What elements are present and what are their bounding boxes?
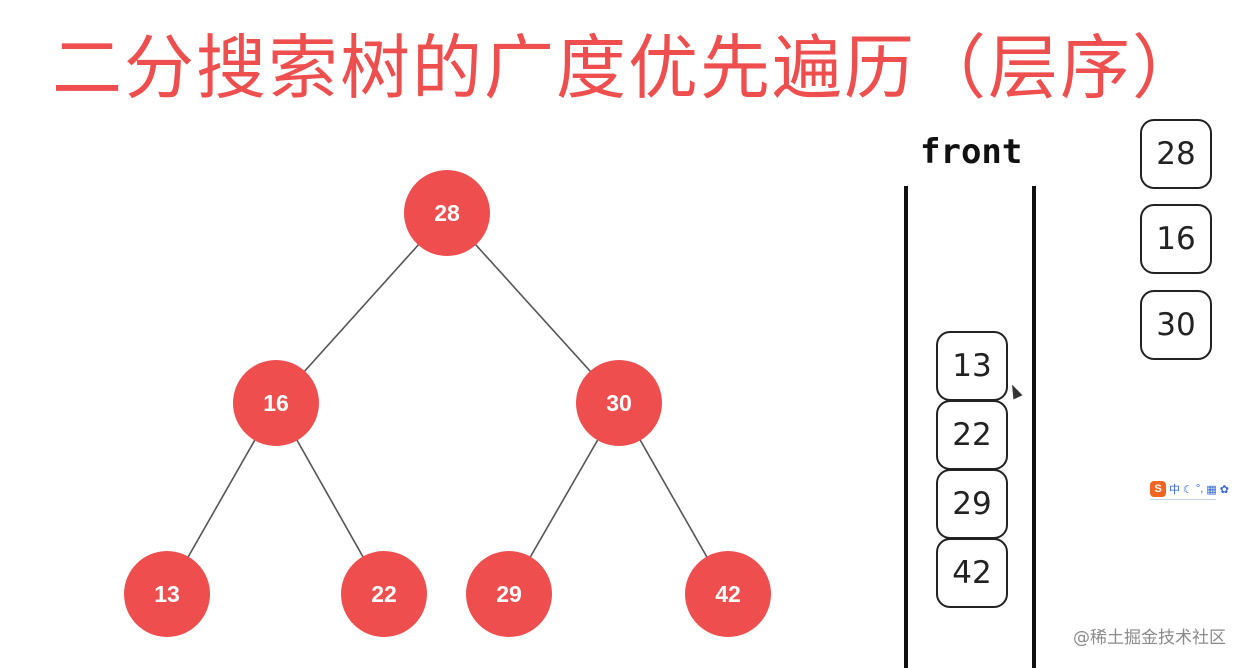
queue-item: 42 — [936, 538, 1008, 608]
visited-item: 28 — [1140, 119, 1212, 189]
page-title: 二分搜索树的广度优先遍历（层序） — [52, 27, 1204, 109]
tree-node-circle — [233, 360, 319, 446]
tree-node-30: 30 — [576, 360, 662, 446]
queue-item: 13 — [936, 331, 1008, 401]
ime-toolbar[interactable]: S 中 ☾ °, ▦ ✿ — [1150, 481, 1229, 497]
tree-node-28: 28 — [404, 170, 490, 256]
tree-node-label: 16 — [263, 390, 289, 416]
visited-item: 30 — [1140, 290, 1212, 360]
tree-node-circle — [124, 551, 210, 637]
sogou-logo-icon[interactable]: S — [1150, 481, 1166, 497]
tree-node-label: 13 — [154, 581, 180, 607]
tree-node-42: 42 — [685, 551, 771, 637]
tree-node-circle — [404, 170, 490, 256]
tree-node-circle — [685, 551, 771, 637]
tree-node-label: 30 — [606, 390, 632, 416]
watermark: @稀土掘金技术社区 — [1073, 628, 1226, 648]
tree-node-label: 28 — [434, 200, 460, 226]
tree-node-circle — [576, 360, 662, 446]
tree-node-label: 42 — [715, 581, 741, 607]
queue-front-label: front — [920, 132, 1023, 172]
punctuation-icon[interactable]: °, — [1195, 483, 1204, 495]
visited-item: 16 — [1140, 204, 1212, 274]
tree-node-label: 22 — [371, 581, 397, 607]
ime-mode-toggle[interactable]: 中 — [1169, 484, 1180, 496]
queue-item: 22 — [936, 400, 1008, 470]
skin-icon[interactable]: ✿ — [1219, 483, 1229, 496]
tree-node-label: 29 — [496, 581, 522, 607]
tree-node-29: 29 — [466, 551, 552, 637]
ime-toolbar-divider — [1150, 499, 1216, 500]
tree-nodes: 28 16 30 13 22 29 42 — [124, 170, 771, 637]
keyboard-icon[interactable]: ▦ — [1206, 483, 1217, 496]
tree-node-circle — [341, 551, 427, 637]
queue-right-wall — [1032, 186, 1036, 668]
tree-node-16: 16 — [233, 360, 319, 446]
queue-item: 29 — [936, 469, 1008, 539]
moon-icon[interactable]: ☾ — [1183, 483, 1193, 496]
tree-node-22: 22 — [341, 551, 427, 637]
tree-node-13: 13 — [124, 551, 210, 637]
queue-left-wall — [904, 186, 908, 668]
tree-node-circle — [466, 551, 552, 637]
